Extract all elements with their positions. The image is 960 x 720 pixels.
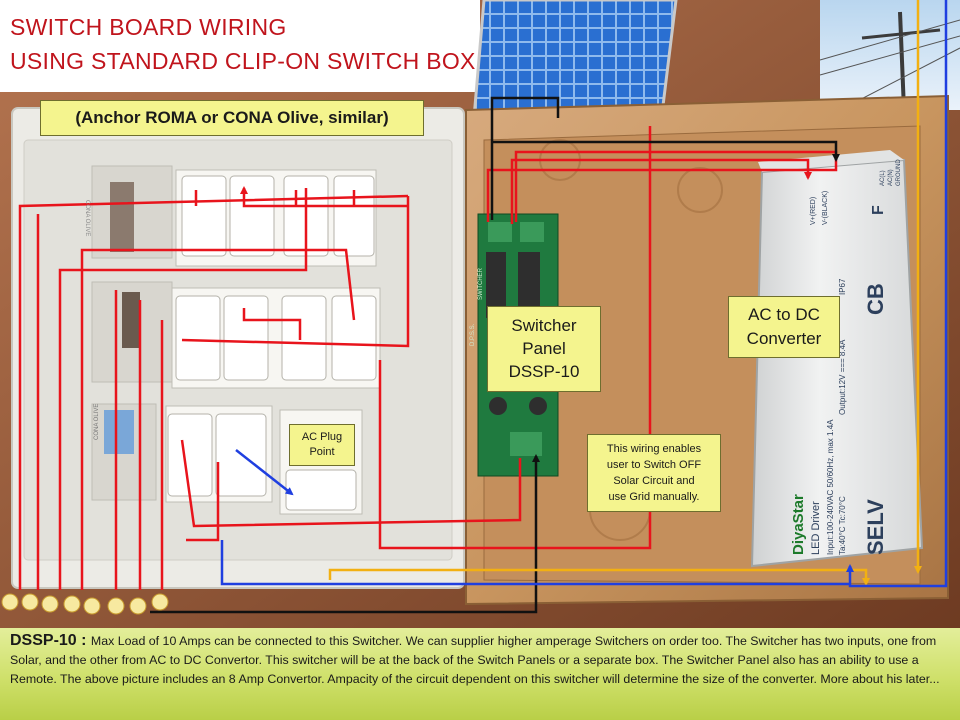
driver-wire-label-acl: AC(L)	[880, 170, 886, 186]
red-wires	[18, 126, 838, 590]
switch-plate: CONA OLIVE	[11, 107, 465, 589]
title-line-2: USING STANDARD CLIP-ON SWITCH BOX	[10, 48, 476, 74]
wiring-photo: CONA OLIVE DiyaStar LED	[0, 0, 960, 628]
driver-type-text: LED Driver	[810, 501, 822, 555]
wiring-note-line-2: user to Switch OFF	[606, 459, 702, 471]
driver-spec-output: Output:12V === 8.4A	[838, 339, 847, 415]
driver-wire-label-ground: GROUND	[896, 159, 902, 186]
yellow-wires	[328, 0, 922, 586]
board-mark-text: D.P.S.S.	[470, 323, 476, 346]
switcher-label-line-2: Panel	[522, 339, 566, 358]
driver-wire-label-vplus: V+(RED)	[810, 197, 817, 225]
acdc-label-line-2: Converter	[746, 329, 822, 348]
footer-description: DSSP-10 : Max Load of 10 Amps can be con…	[0, 628, 960, 720]
f-mark: F	[870, 205, 887, 215]
plate-brand-text: CONA OLIVE	[84, 200, 90, 237]
driver-brand-text: DiyaStar	[790, 494, 807, 555]
wiring-note-callout: This wiring enables user to Switch OFF S…	[587, 434, 721, 512]
svg-text:CONA OLIVE: CONA OLIVE	[94, 404, 100, 440]
switcher-panel-callout: Switcher Panel DSSP-10	[487, 306, 601, 392]
switcher-label-line-1: Switcher	[511, 316, 577, 335]
blue-wires	[220, 0, 948, 588]
led-driver: DiyaStar LED Driver Input:100-240VAC 50/…	[750, 150, 924, 568]
selv-mark: SELV	[863, 499, 888, 555]
board-mark-text-2: SWITCHER	[478, 268, 484, 300]
cb-mark: CB	[863, 283, 888, 315]
driver-spec-input: Input:100-240VAC 50/60Hz, max 1.4A	[826, 419, 835, 555]
acplug-label-line-2: Point	[309, 446, 335, 458]
wiring-note-line-4: use Grid manually.	[608, 491, 700, 503]
driver-wire-label-vminus: V-(BLACK)	[822, 191, 829, 225]
driver-wire-label-acn: AC(N)	[888, 169, 894, 186]
anchor-callout: (Anchor ROMA or CONA Olive, similar)	[40, 100, 424, 136]
driver-spec-ip: IP67	[838, 278, 847, 295]
acplug-label-line-1: AC Plug	[301, 431, 343, 443]
wiring-note-line-1: This wiring enables	[606, 443, 702, 455]
title-line-1: SWITCH BOARD WIRING	[10, 14, 287, 40]
driver-spec-temp: Ta:40°C Tc:70°C	[838, 496, 847, 555]
acdc-label-line-1: AC to DC	[748, 305, 820, 324]
switcher-label-line-3: DSSP-10	[508, 362, 580, 381]
black-wires	[150, 96, 840, 614]
ac-plug-callout: AC Plug Point	[289, 424, 355, 466]
footer-term: DSSP-10 :	[10, 632, 91, 649]
acdc-converter-callout: AC to DC Converter	[728, 296, 840, 358]
footer-text: Max Load of 10 Amps can be connected to …	[10, 634, 940, 686]
wiring-note-line-3: Solar Circuit and	[613, 475, 695, 487]
light-bulbs	[1, 593, 169, 615]
